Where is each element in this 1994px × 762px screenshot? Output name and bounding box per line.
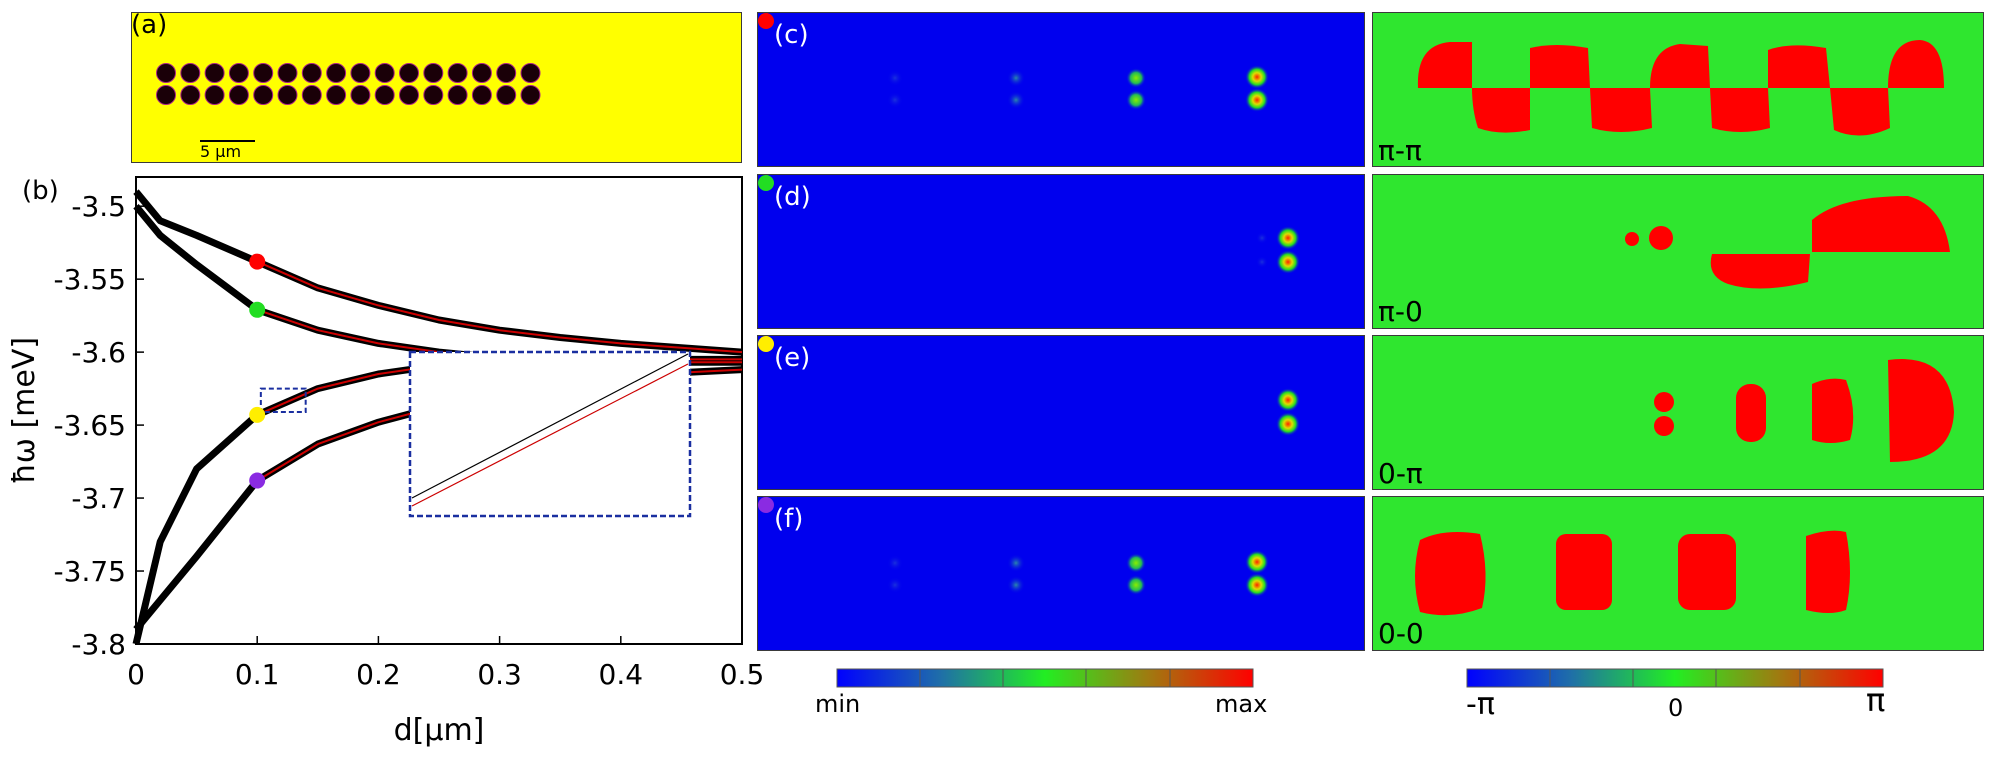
pillar [253, 85, 274, 105]
phase-label-f: 0-0 [1378, 617, 1424, 650]
x-tick-label: 0.1 [235, 658, 280, 691]
field-panel-d [757, 174, 1365, 329]
panel-label-f: (f) [774, 504, 804, 534]
mode-marker [249, 406, 266, 423]
pillar [423, 85, 444, 105]
pillar [471, 63, 492, 83]
y-tick-label: -3.75 [54, 555, 126, 588]
x-axis-label: d[μm] [394, 713, 485, 748]
field-panel-f [757, 496, 1365, 651]
phase-colorbar [1466, 668, 1884, 688]
dispersion-chart: 0 0.1 0.2 0.3 0.4 0.5 -3.5 -3.55 -3.6 -3.65 -3.7 -3… [7, 176, 764, 748]
pillar [374, 63, 395, 83]
pillar [496, 85, 517, 105]
pillar [156, 85, 176, 105]
phase-panel-f [1372, 496, 1984, 651]
pillar [204, 85, 225, 105]
phase-panel-e [1372, 335, 1984, 490]
panel-label-e: (e) [774, 343, 811, 373]
field-panel-e [757, 335, 1365, 490]
pillar [180, 63, 201, 83]
inset-series-line [411, 363, 689, 507]
pillar [350, 85, 371, 105]
pillar [301, 63, 322, 83]
x-tick-label: 0.4 [599, 658, 644, 691]
panel-label-c: (c) [774, 20, 809, 50]
pillar [326, 63, 347, 83]
pillar [326, 85, 347, 105]
pillar [447, 85, 468, 105]
x-tick-label: 0.2 [356, 658, 401, 691]
panel-label-d: (d) [774, 182, 811, 212]
pillar [374, 85, 395, 105]
pillar [399, 85, 419, 105]
pillar [253, 63, 274, 83]
pillar [520, 63, 541, 83]
phase-colorbar-min-label: -π [1466, 687, 1495, 722]
pillar [277, 85, 298, 105]
pillar [350, 63, 371, 83]
marker-dot-c [758, 13, 774, 29]
marker-dot-f [758, 497, 774, 513]
pillar [447, 63, 468, 83]
pillar [180, 85, 201, 105]
intensity-colorbar [836, 668, 1254, 688]
intensity-colorbar-max-label: max [1215, 690, 1268, 718]
mode-marker [249, 301, 266, 318]
scale-bar-label: 5 μm [200, 142, 242, 161]
pillar [301, 85, 322, 105]
pillar [204, 63, 225, 83]
field-panel-c [757, 12, 1365, 167]
mode-marker [249, 472, 266, 489]
series-line [256, 260, 743, 354]
inset-series-line [411, 353, 689, 499]
marker-dot-e [758, 336, 774, 352]
panel-label-a: (a) [131, 10, 168, 40]
y-tick-label: -3.55 [54, 263, 126, 296]
panel-label-b: (b) [22, 176, 59, 206]
zoom-inset [408, 350, 692, 518]
x-tick-label: 0 [127, 658, 145, 691]
y-tick-label: -3.6 [71, 336, 126, 369]
y-tick-label: -3.65 [54, 409, 126, 442]
panel-a-sample-image: 5 μm [131, 12, 742, 163]
pillar [520, 85, 541, 105]
intensity-colorbar-min-label: min [815, 690, 861, 718]
phase-label-c: π-π [1378, 134, 1422, 167]
y-axis-label: ħω [meV] [7, 337, 42, 484]
phase-panel-d [1372, 174, 1984, 329]
mode-marker [249, 253, 266, 270]
phase-label-d: π-0 [1378, 295, 1423, 328]
pillar-array [156, 63, 541, 105]
scale-bar-line [200, 140, 255, 142]
phase-label-e: 0-π [1378, 457, 1423, 490]
pillar [399, 63, 419, 83]
y-tick-label: -3.5 [71, 190, 126, 223]
x-tick-label: 0.3 [477, 658, 522, 691]
pillar [228, 63, 249, 83]
phase-colorbar-mid-label: 0 [1668, 694, 1684, 722]
pillar [228, 85, 249, 105]
phase-panel-c [1372, 12, 1984, 167]
y-tick-label: -3.7 [71, 482, 126, 515]
phase-colorbar-max-label: π [1866, 681, 1886, 719]
pillar [423, 63, 444, 83]
x-tick-label: 0.5 [720, 658, 765, 691]
pillar [156, 63, 176, 83]
zoom-region-box [259, 387, 307, 413]
pillar [471, 85, 492, 105]
y-tick-label: -3.8 [71, 628, 126, 661]
pillar [496, 63, 517, 83]
pillar [277, 63, 298, 83]
marker-dot-d [758, 175, 774, 191]
